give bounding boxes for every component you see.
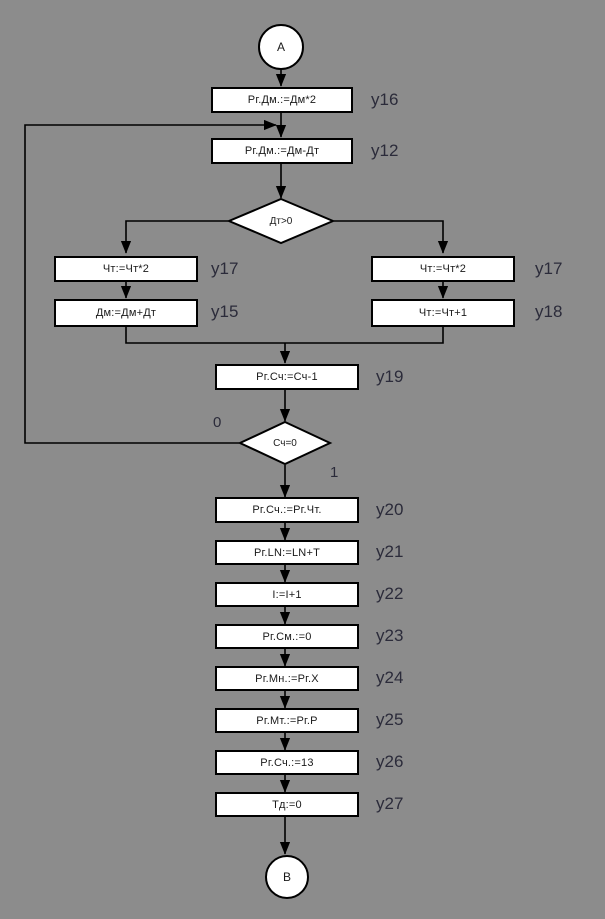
ylabel-y25: y25	[376, 710, 404, 729]
process-y23-text: Рг.См.:=0	[262, 630, 312, 643]
process-y24: Рг.Мн.:=Рг.Х	[215, 666, 359, 691]
ylabel-y18: y18	[535, 302, 563, 321]
decision-sch-eq-0-text: Сч=0	[273, 437, 297, 449]
ylabel-y12: y12	[371, 141, 399, 160]
process-y23: Рг.См.:=0	[215, 624, 359, 649]
ylabel-y17-left: y17	[211, 259, 239, 278]
decision-dt-gt-0: Дт>0	[226, 197, 336, 245]
process-y12-text: Рг.Дм.:=Дм-Дт	[244, 145, 320, 157]
process-y18: Чт:=Чт+1	[371, 299, 515, 327]
decision-sch-eq-0: Сч=0	[237, 420, 333, 466]
branch-label-one: 1	[330, 464, 339, 481]
process-y12: Рг.Дм.:=Дм-Дт	[211, 138, 353, 164]
process-y22-text: I:=I+1	[272, 588, 302, 601]
process-y17-right: Чт:=Чт*2	[371, 256, 515, 282]
terminal-start-label: A	[276, 40, 285, 54]
ylabel-y26: y26	[376, 752, 404, 771]
ylabel-y19: y19	[376, 367, 404, 386]
ylabel-y20: y20	[376, 500, 404, 519]
process-y21: Pг.LN:=LN+T	[215, 540, 359, 565]
ylabel-y17-right: y17	[535, 259, 563, 278]
process-y20: Рг.Сч.:=Рг.Чт.	[215, 497, 359, 523]
ylabel-y15: y15	[211, 302, 239, 321]
ylabel-y27: y27	[376, 794, 404, 813]
process-y27: Тд:=0	[215, 792, 359, 817]
ylabel-y16: y16	[371, 90, 399, 109]
process-y18-text: Чт:=Чт+1	[418, 307, 468, 319]
process-y17-left: Чт:=Чт*2	[54, 256, 198, 282]
process-y15: Дм:=Дм+Дт	[54, 299, 198, 327]
process-y24-text: Рг.Мн.:=Рг.Х	[255, 672, 319, 685]
process-y25: Рг.Мт.:=Рг.Р	[215, 708, 359, 733]
process-y21-text: Pг.LN:=LN+T	[253, 546, 320, 559]
process-y19-text: Рг.Сч:=Сч-1	[256, 371, 318, 383]
process-y26-text: Рг.Сч.:=13	[260, 756, 314, 769]
terminal-start: A	[258, 24, 304, 70]
process-y16: Рг.Дм.:=Дм*2	[211, 87, 353, 113]
process-y17-left-text: Чт:=Чт*2	[102, 263, 150, 275]
process-y25-text: Рг.Мт.:=Рг.Р	[256, 714, 318, 727]
process-y15-text: Дм:=Дм+Дт	[95, 307, 157, 319]
terminal-end-label: B	[282, 870, 291, 884]
ylabel-y21: y21	[376, 542, 404, 561]
branch-label-zero: 0	[213, 414, 222, 431]
ylabel-y22: y22	[376, 584, 404, 603]
process-y19: Рг.Сч:=Сч-1	[215, 364, 359, 390]
ylabel-y24: y24	[376, 668, 404, 687]
process-y16-text: Рг.Дм.:=Дм*2	[247, 94, 317, 106]
process-y22: I:=I+1	[215, 582, 359, 607]
ylabel-y23: y23	[376, 626, 404, 645]
process-y27-text: Тд:=0	[272, 798, 302, 811]
decision-dt-gt-0-text: Дт>0	[269, 215, 293, 227]
terminal-end: B	[265, 855, 309, 899]
process-y26: Рг.Сч.:=13	[215, 750, 359, 775]
process-y17-right-text: Чт:=Чт*2	[419, 263, 467, 275]
process-y20-text: Рг.Сч.:=Рг.Чт.	[252, 504, 322, 516]
